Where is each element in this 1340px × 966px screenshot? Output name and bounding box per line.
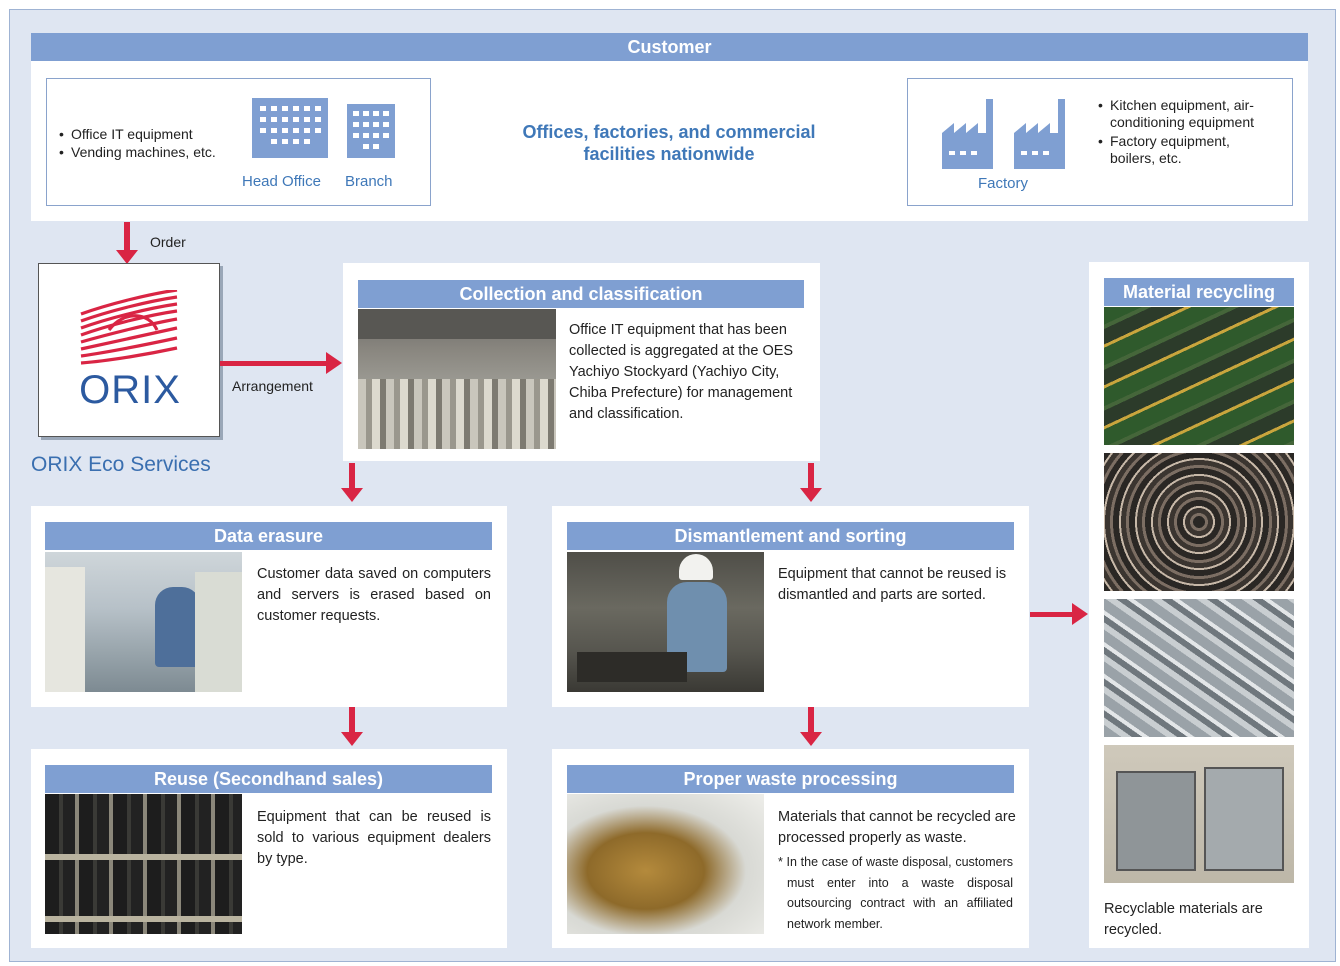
waste-title: Proper waste processing <box>567 765 1014 793</box>
shredded-parts-photo <box>1104 599 1294 737</box>
arrow-down-icon <box>341 488 363 502</box>
waste-note: * In the case of waste disposal, custome… <box>778 855 1013 931</box>
reuse-description: Equipment that can be reused is sold to … <box>257 809 491 867</box>
photo-detail <box>45 916 242 922</box>
orix-logo-card: ORIX <box>38 263 220 437</box>
customer-center-text: Offices, factories, and commercial facil… <box>522 122 816 164</box>
photo-detail <box>1204 767 1284 871</box>
collection-title: Collection and classification <box>358 280 804 308</box>
order-label: Order <box>150 234 186 250</box>
photo-detail <box>679 554 713 580</box>
data-erasure-title: Data erasure <box>45 522 492 550</box>
photo-detail <box>45 854 242 860</box>
data-erasure-photo <box>45 552 242 692</box>
data-erasure-description: Customer data saved on computers and ser… <box>257 566 491 624</box>
photo-detail <box>45 567 85 692</box>
office-bullets: Office IT equipment Vending machines, et… <box>59 125 234 161</box>
arrow-down-icon <box>341 732 363 746</box>
factory-label: Factory <box>978 175 1029 192</box>
branch-label: Branch <box>345 173 393 190</box>
hard-drives-photo <box>1104 745 1294 883</box>
office-customer-box: Office IT equipment Vending machines, et… <box>46 78 431 206</box>
photo-detail <box>155 587 200 667</box>
recycling-caption: Recyclable materials are recycled. <box>1104 901 1263 938</box>
arrow-shaft <box>349 463 355 490</box>
arrangement-arrow-shaft <box>220 361 328 366</box>
reuse-photo <box>45 794 242 934</box>
order-arrow-shaft <box>124 222 130 250</box>
cables-photo <box>1104 453 1294 591</box>
collection-photo <box>358 309 556 449</box>
branch-building-icon <box>347 104 395 158</box>
circuit-boards-photo <box>1104 307 1294 445</box>
dismantle-title: Dismantlement and sorting <box>567 522 1014 550</box>
photo-detail <box>195 572 242 692</box>
recycling-title: Material recycling <box>1104 278 1294 306</box>
bullet-item: Kitchen equipment, air-conditioning equi… <box>1098 97 1268 131</box>
order-arrow-icon <box>116 250 138 264</box>
arrow-down-icon <box>800 488 822 502</box>
reuse-title: Reuse (Secondhand sales) <box>45 765 492 793</box>
customer-header: Customer <box>31 33 1308 61</box>
photo-detail <box>358 309 556 339</box>
factory-customer-box: Factory Kitchen equipment, air-condition… <box>907 78 1293 206</box>
factory-icon <box>942 99 1065 169</box>
orix-logo-icon <box>80 290 178 365</box>
orix-logo-text: ORIX <box>79 368 181 412</box>
head-office-building-icon <box>252 98 328 158</box>
head-office-label: Head Office <box>242 173 321 190</box>
bullet-item: Office IT equipment <box>59 125 234 143</box>
waste-description: Materials that cannot be recycled are pr… <box>778 809 1016 846</box>
photo-detail <box>1116 771 1196 871</box>
photo-detail <box>358 379 556 449</box>
collection-description: Office IT equipment that has been collec… <box>569 322 794 422</box>
factory-bullets: Kitchen equipment, air-conditioning equi… <box>1098 97 1268 167</box>
bullet-item: Vending machines, etc. <box>59 143 234 161</box>
photo-detail <box>45 794 242 934</box>
arrow-shaft <box>349 707 355 734</box>
dismantle-description: Equipment that cannot be reused is disma… <box>778 566 1007 603</box>
arrangement-arrow-icon <box>326 352 342 374</box>
recycling-arrow-icon <box>1072 603 1088 625</box>
arrow-shaft <box>808 463 814 490</box>
waste-photo <box>567 794 764 934</box>
company-name: ORIX Eco Services <box>31 453 211 476</box>
arrow-down-icon <box>800 732 822 746</box>
recycling-arrow-shaft <box>1030 612 1074 617</box>
arrow-shaft <box>808 707 814 734</box>
photo-detail <box>577 652 687 682</box>
bullet-item: Factory equipment, boilers, etc. <box>1098 133 1268 167</box>
arrangement-label: Arrangement <box>232 378 313 394</box>
dismantle-photo <box>567 552 764 692</box>
